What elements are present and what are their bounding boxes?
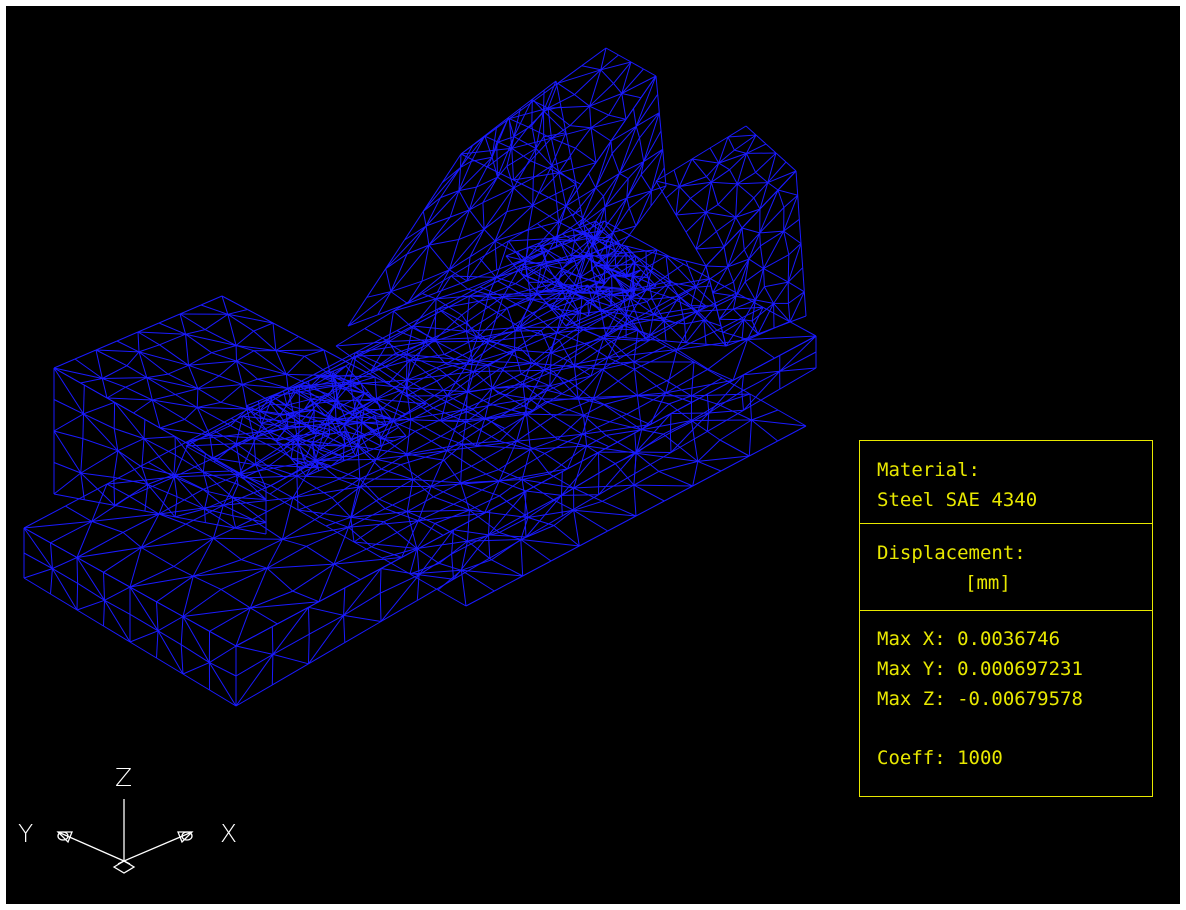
ucs-z-label: Z <box>115 763 133 792</box>
fea-wireframe-mesh <box>23 47 817 707</box>
ucs-x-label: X <box>220 819 238 848</box>
displacement-unit: [mm] <box>965 572 1011 594</box>
material-section: Material: Steel SAE 4340 <box>860 441 1152 524</box>
max-displacement-section: Max X: 0.0036746 Max Y: 0.000697231 Max … <box>860 611 1152 798</box>
material-value: Steel SAE 4340 <box>877 489 1038 511</box>
max-y-value: Max Y: 0.000697231 <box>877 658 1083 680</box>
ucs-y-label: Y <box>18 819 34 848</box>
ucs-axis-icon <box>56 799 194 874</box>
ucs-origin-box <box>112 860 136 874</box>
y-axis-arrow <box>56 831 73 844</box>
displacement-section: Displacement: [mm] <box>860 524 1152 611</box>
coeff-value: Coeff: 1000 <box>877 747 1003 769</box>
displacement-label: Displacement: <box>877 542 1026 564</box>
material-label: Material: <box>877 459 980 481</box>
x-axis-arrow <box>177 831 194 844</box>
results-info-panel: Material: Steel SAE 4340 Displacement: [… <box>859 440 1153 797</box>
max-z-value: Max Z: -0.00679578 <box>877 688 1083 710</box>
x-axis-line <box>123 831 193 862</box>
y-axis-line <box>57 831 125 862</box>
cad-viewport[interactable]: Z Y X Material: Steel SAE 4340 Displacem… <box>6 6 1180 904</box>
max-x-value: Max X: 0.0036746 <box>877 628 1061 650</box>
